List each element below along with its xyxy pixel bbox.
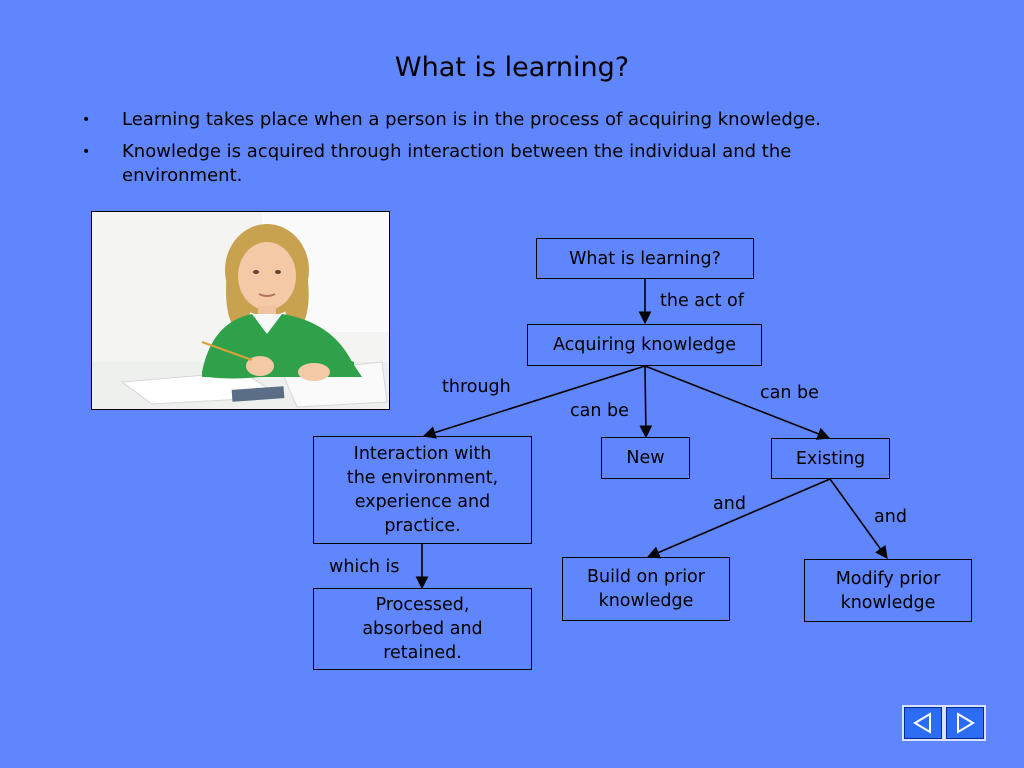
node-acquiring-knowledge: Acquiring knowledge	[527, 324, 762, 366]
bullet-text: Learning takes place when a person is in…	[122, 109, 822, 130]
node-label: Modify prior knowledge	[835, 568, 941, 613]
node-existing: Existing	[771, 438, 890, 479]
triangle-right-icon	[957, 712, 975, 734]
edge-label-can-be-existing: can be	[760, 383, 819, 403]
bullet-text: Knowledge is acquired through interactio…	[122, 141, 792, 186]
node-processed: Processed, absorbed and retained.	[313, 588, 532, 670]
edge-label-and-build: and	[713, 494, 746, 514]
bullet-item: • Knowledge is acquired through interact…	[80, 140, 910, 188]
node-label: Build on prior knowledge	[587, 567, 705, 611]
node-modify-prior: Modify prior knowledge	[804, 559, 972, 622]
node-label: New	[626, 448, 665, 468]
edge-acquiring-interaction	[422, 365, 646, 439]
bullet-item: • Learning takes place when a person is …	[80, 108, 910, 132]
edge-existing-modify	[829, 478, 888, 560]
edge-label-and-modify: and	[874, 507, 907, 527]
prev-slide-button[interactable]	[904, 707, 942, 739]
edge-label-through: through	[442, 377, 511, 397]
node-label: Interaction with the environment, experi…	[346, 444, 499, 536]
node-label: Existing	[795, 448, 866, 469]
node-build-on-prior: Build on prior knowledge	[562, 557, 730, 621]
bullet-icon: •	[82, 112, 91, 128]
bullet-icon: •	[82, 144, 91, 160]
triangle-left-icon	[913, 712, 931, 734]
student-illustration	[92, 212, 389, 409]
edge-label-the-act-of: the act of	[660, 291, 744, 311]
node-interaction: Interaction with the environment, experi…	[313, 436, 532, 544]
node-new: New	[601, 437, 690, 479]
node-label: Acquiring knowledge	[552, 335, 737, 355]
slide-nav	[902, 705, 986, 741]
node-what-is-learning: What is learning?	[536, 238, 754, 279]
next-slide-button[interactable]	[946, 707, 984, 739]
edge-label-can-be-new: can be	[570, 401, 629, 421]
edge-existing-build	[646, 478, 831, 559]
edge-label-which-is: which is	[329, 557, 400, 577]
slide-title: What is learning?	[394, 52, 630, 83]
student-photo	[91, 211, 390, 410]
bullet-list: • Learning takes place when a person is …	[80, 108, 910, 196]
node-label: What is learning?	[569, 248, 721, 269]
edge-acquiring-new	[639, 365, 653, 439]
edge-acquiring-existing	[644, 365, 831, 440]
node-label: Processed, absorbed and retained.	[362, 595, 483, 663]
